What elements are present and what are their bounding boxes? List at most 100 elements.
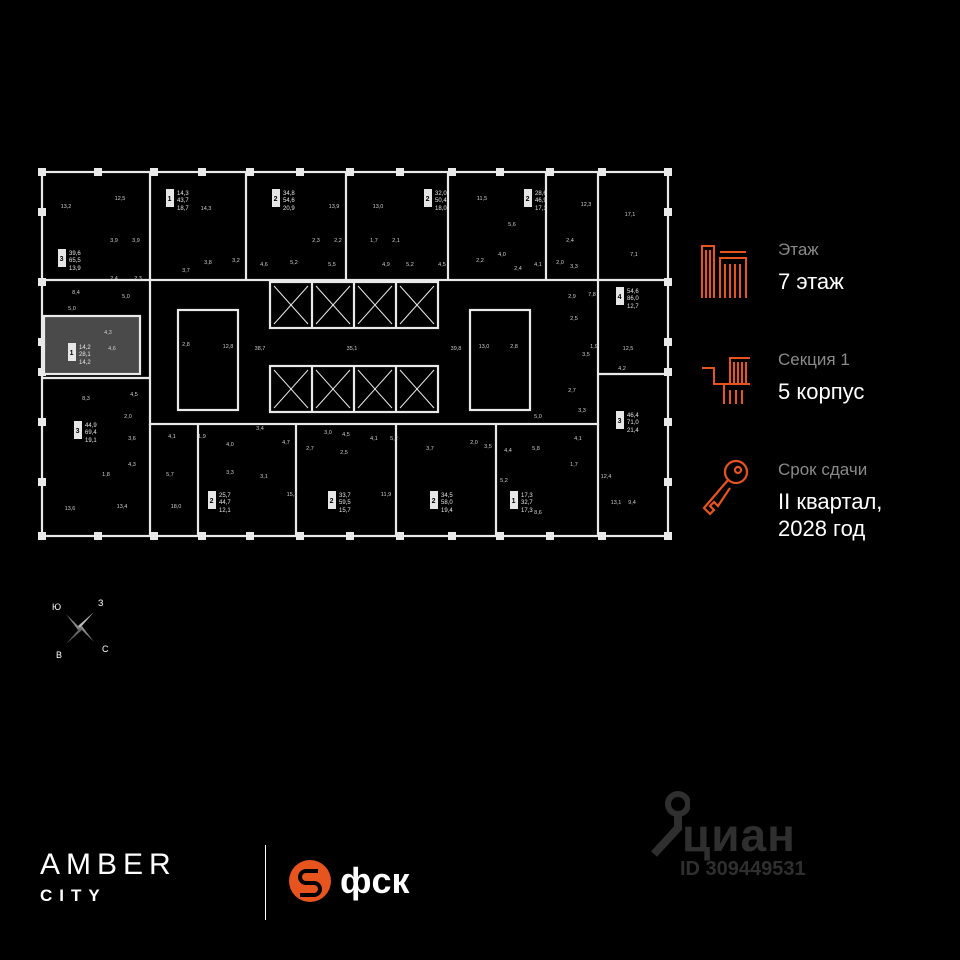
fsk-logo: фск bbox=[288, 856, 410, 906]
rooms-box bbox=[272, 189, 280, 207]
compass-north: С bbox=[102, 644, 109, 654]
room-area-label: 2,3 bbox=[134, 276, 142, 282]
room-area-label: 13,4 bbox=[117, 504, 128, 510]
room-area-label: 4,1 bbox=[168, 434, 176, 440]
room-area-label: 4,1 bbox=[574, 436, 582, 442]
room-area-label: 4,5 bbox=[342, 432, 350, 438]
apartment-badge: 228,646,917,1 bbox=[524, 189, 547, 212]
rooms-box bbox=[616, 411, 624, 429]
room-area-label: 3,4 bbox=[256, 426, 264, 432]
apartment-living: 46,9 bbox=[535, 198, 547, 204]
column bbox=[150, 168, 158, 176]
apartment-extra: 21,4 bbox=[627, 428, 639, 434]
column bbox=[246, 168, 254, 176]
apartment-total: 25,7 bbox=[219, 493, 231, 499]
brand-sub: CITY bbox=[40, 886, 107, 905]
column bbox=[448, 532, 456, 540]
room-area-label: 3,6 bbox=[128, 436, 136, 442]
apartment-badge: 233,759,515,7 bbox=[328, 491, 351, 514]
column bbox=[38, 278, 46, 286]
column bbox=[94, 168, 102, 176]
section-label: Секция 1 bbox=[778, 350, 850, 369]
column bbox=[296, 532, 304, 540]
apartment-extra: 18,7 bbox=[177, 206, 189, 212]
apartment-living: 44,7 bbox=[219, 500, 231, 506]
room-area-label: 12,8 bbox=[223, 344, 234, 350]
apartment-extra: 19,4 bbox=[441, 508, 453, 514]
column bbox=[38, 418, 46, 426]
column bbox=[38, 338, 46, 346]
floor-value: 7 этаж bbox=[778, 269, 844, 294]
section-icon bbox=[702, 357, 750, 404]
apartment-total: 33,7 bbox=[339, 493, 351, 499]
apartment-extra: 14,2 bbox=[79, 360, 91, 366]
shaft-cross bbox=[399, 285, 435, 325]
deadline-info: Срок сдачи II квартал, 2028 год bbox=[700, 452, 950, 562]
room-area-label: 3,7 bbox=[182, 268, 190, 274]
rooms-box bbox=[328, 491, 336, 509]
apartment-living: 28,1 bbox=[79, 352, 91, 358]
room-area-label: 5,0 bbox=[68, 306, 76, 312]
room-area-label: 3,2 bbox=[232, 258, 240, 264]
apartment-extra: 12,7 bbox=[627, 304, 639, 310]
room-area-label: 4,1 bbox=[370, 436, 378, 442]
apartment-living: 54,6 bbox=[283, 198, 295, 204]
room-area-label: 2,3 bbox=[312, 238, 320, 244]
room-area-label: 13,6 bbox=[65, 506, 76, 512]
column bbox=[296, 168, 304, 176]
location-pin-icon bbox=[651, 791, 690, 857]
apartment-badge: 234,854,620,9 bbox=[272, 189, 295, 212]
rooms-box bbox=[208, 491, 216, 509]
room-area-label: 2,4 bbox=[566, 238, 574, 244]
room-area-label: 13,1 bbox=[611, 500, 622, 506]
stair-core bbox=[468, 308, 532, 412]
room-area-label: 2,0 bbox=[124, 414, 132, 420]
compass-west: З bbox=[98, 598, 103, 608]
column bbox=[664, 478, 672, 486]
room-area-label: 7,1 bbox=[630, 252, 638, 258]
room-area-label: 2,9 bbox=[568, 294, 576, 300]
apartment-badge: 114,343,718,7 bbox=[166, 189, 189, 212]
apartment-living: 32,7 bbox=[521, 500, 533, 506]
apartment-extra: 20,9 bbox=[283, 206, 295, 212]
column bbox=[598, 532, 606, 540]
room-area-label: 2,7 bbox=[306, 446, 314, 452]
apartment-rooms: 1 bbox=[512, 498, 516, 505]
shaft-cross bbox=[315, 285, 351, 325]
room-area-label: 4,6 bbox=[260, 262, 268, 268]
column bbox=[396, 532, 404, 540]
corridor bbox=[148, 278, 600, 426]
apartment-living: 59,5 bbox=[339, 500, 351, 506]
room-area-label: 15,1 bbox=[287, 492, 298, 498]
room-area-label: 3,3 bbox=[578, 408, 586, 414]
room-area-label: 4,7 bbox=[282, 440, 290, 446]
room-area-label: 3,9 bbox=[132, 238, 140, 244]
room-area-label: 18,0 bbox=[171, 504, 182, 510]
floor-plan-drawing: 339,665,513,9114,343,718,7234,854,620,92… bbox=[38, 168, 672, 540]
room-area-label: 1,7 bbox=[370, 238, 378, 244]
room-area-label: 8,3 bbox=[82, 396, 90, 402]
room-area-label: 17,1 bbox=[625, 212, 636, 218]
apartment-total: 32,0 bbox=[435, 191, 447, 197]
apartment-living: 50,4 bbox=[435, 198, 447, 204]
room-area-label: 13,2 bbox=[61, 204, 72, 210]
info-panel: Этаж 7 этаж Секция 1 5 корпус Срок bbox=[700, 232, 950, 562]
room-area-label: 2,7 bbox=[568, 388, 576, 394]
rooms-box bbox=[430, 491, 438, 509]
room-area-label: 4,5 bbox=[130, 392, 138, 398]
room-area-label: 1,9 bbox=[590, 344, 598, 350]
apartment-rooms: 1 bbox=[70, 350, 74, 357]
column bbox=[346, 168, 354, 176]
room-area-label: 35,1 bbox=[347, 346, 358, 352]
apartment-rooms: 2 bbox=[210, 498, 214, 505]
room-area-label: 13,0 bbox=[479, 344, 490, 350]
room-area-label: 11,5 bbox=[477, 196, 487, 202]
room-area-label: 1,8 bbox=[102, 472, 110, 478]
column bbox=[664, 278, 672, 286]
room-area-label: 12,4 bbox=[601, 474, 612, 480]
room-area-label: 8,4 bbox=[72, 290, 80, 296]
floor-label: Этаж bbox=[778, 240, 819, 259]
compass: Ю З В С bbox=[48, 596, 112, 660]
apartment-extra: 19,1 bbox=[85, 438, 97, 444]
rooms-box bbox=[58, 249, 66, 267]
